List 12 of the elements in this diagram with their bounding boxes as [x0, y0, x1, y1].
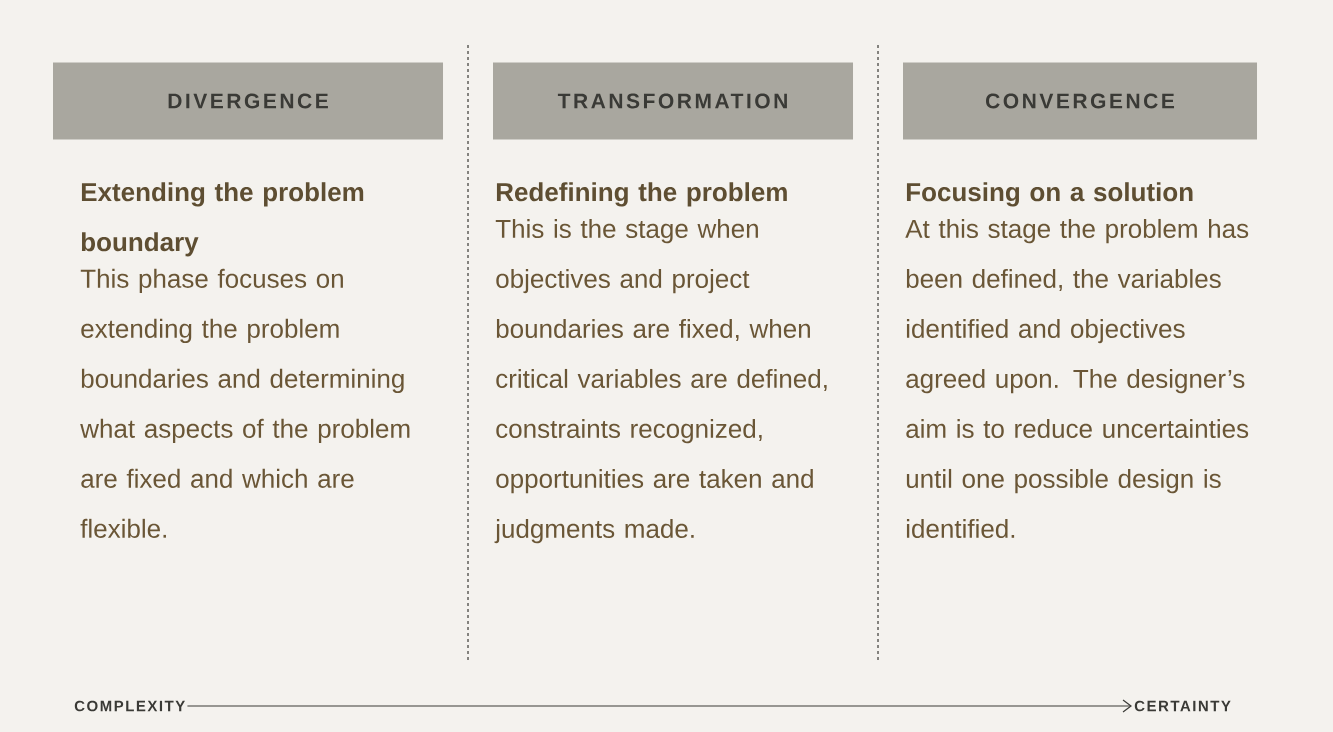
phase-description: This phase focuses on extending the problem boundaries and determining what aspects of the problem are fixed and which are flexible. — [80, 268, 410, 538]
phase-band: CONVERGENCE — [903, 62, 1257, 140]
phase-heading: Redefining the problem — [496, 182, 787, 207]
axis-label: CERTAINTY — [1134, 700, 1231, 712]
arrow — [186, 699, 1132, 713]
phase-heading: Focusing on a solution — [906, 182, 1193, 207]
axis-label: COMPLEXITY — [74, 700, 185, 712]
phase-description: This is the stage when objectives and project boundaries are fixed, when critical variables are defined, constraints recognized, opportunities are taken and judgments made. — [494, 218, 827, 544]
phase-band: DIVERGENCE — [53, 62, 443, 140]
phase-heading: Extending the problem boundary — [81, 182, 364, 257]
phase-description: At this stage the problem has been defined, the variables identified and objectives agreed upon. The designer’s aim is to reduce uncertainties until one possible design is identified. — [905, 218, 1249, 539]
phase-band: TRANSFORMATION — [493, 62, 853, 140]
